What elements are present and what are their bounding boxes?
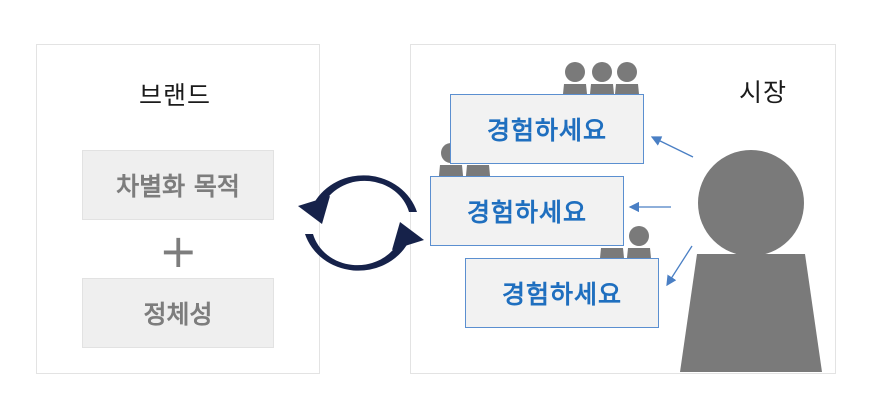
market-title: 시장 [739,78,788,107]
pointer-arrow-icon [666,245,693,287]
cycle-arrowhead-right [392,222,424,250]
message-label: 경험하세요 [486,116,607,145]
identity-box: 정체성 [82,278,274,348]
plus-sign: + [159,224,198,278]
message-label: 경험하세요 [466,198,587,227]
cycle-arrowhead-left [298,196,330,224]
pointer-arrow-icon [650,136,694,158]
message-box: 경험하세요 [430,176,624,246]
identity-label: 정체성 [143,300,213,329]
large-person-icon [680,150,822,372]
message-box: 경험하세요 [465,258,659,328]
message-box: 경험하세요 [450,94,644,164]
cycle-arrow-top [314,175,417,212]
message-label: 경험하세요 [501,280,622,309]
differentiation-label: 차별화 목적 [116,172,240,201]
cycle-arrow-bottom [305,234,408,271]
brand-title: 브랜드 [139,81,212,110]
differentiation-box: 차별화 목적 [82,150,274,220]
